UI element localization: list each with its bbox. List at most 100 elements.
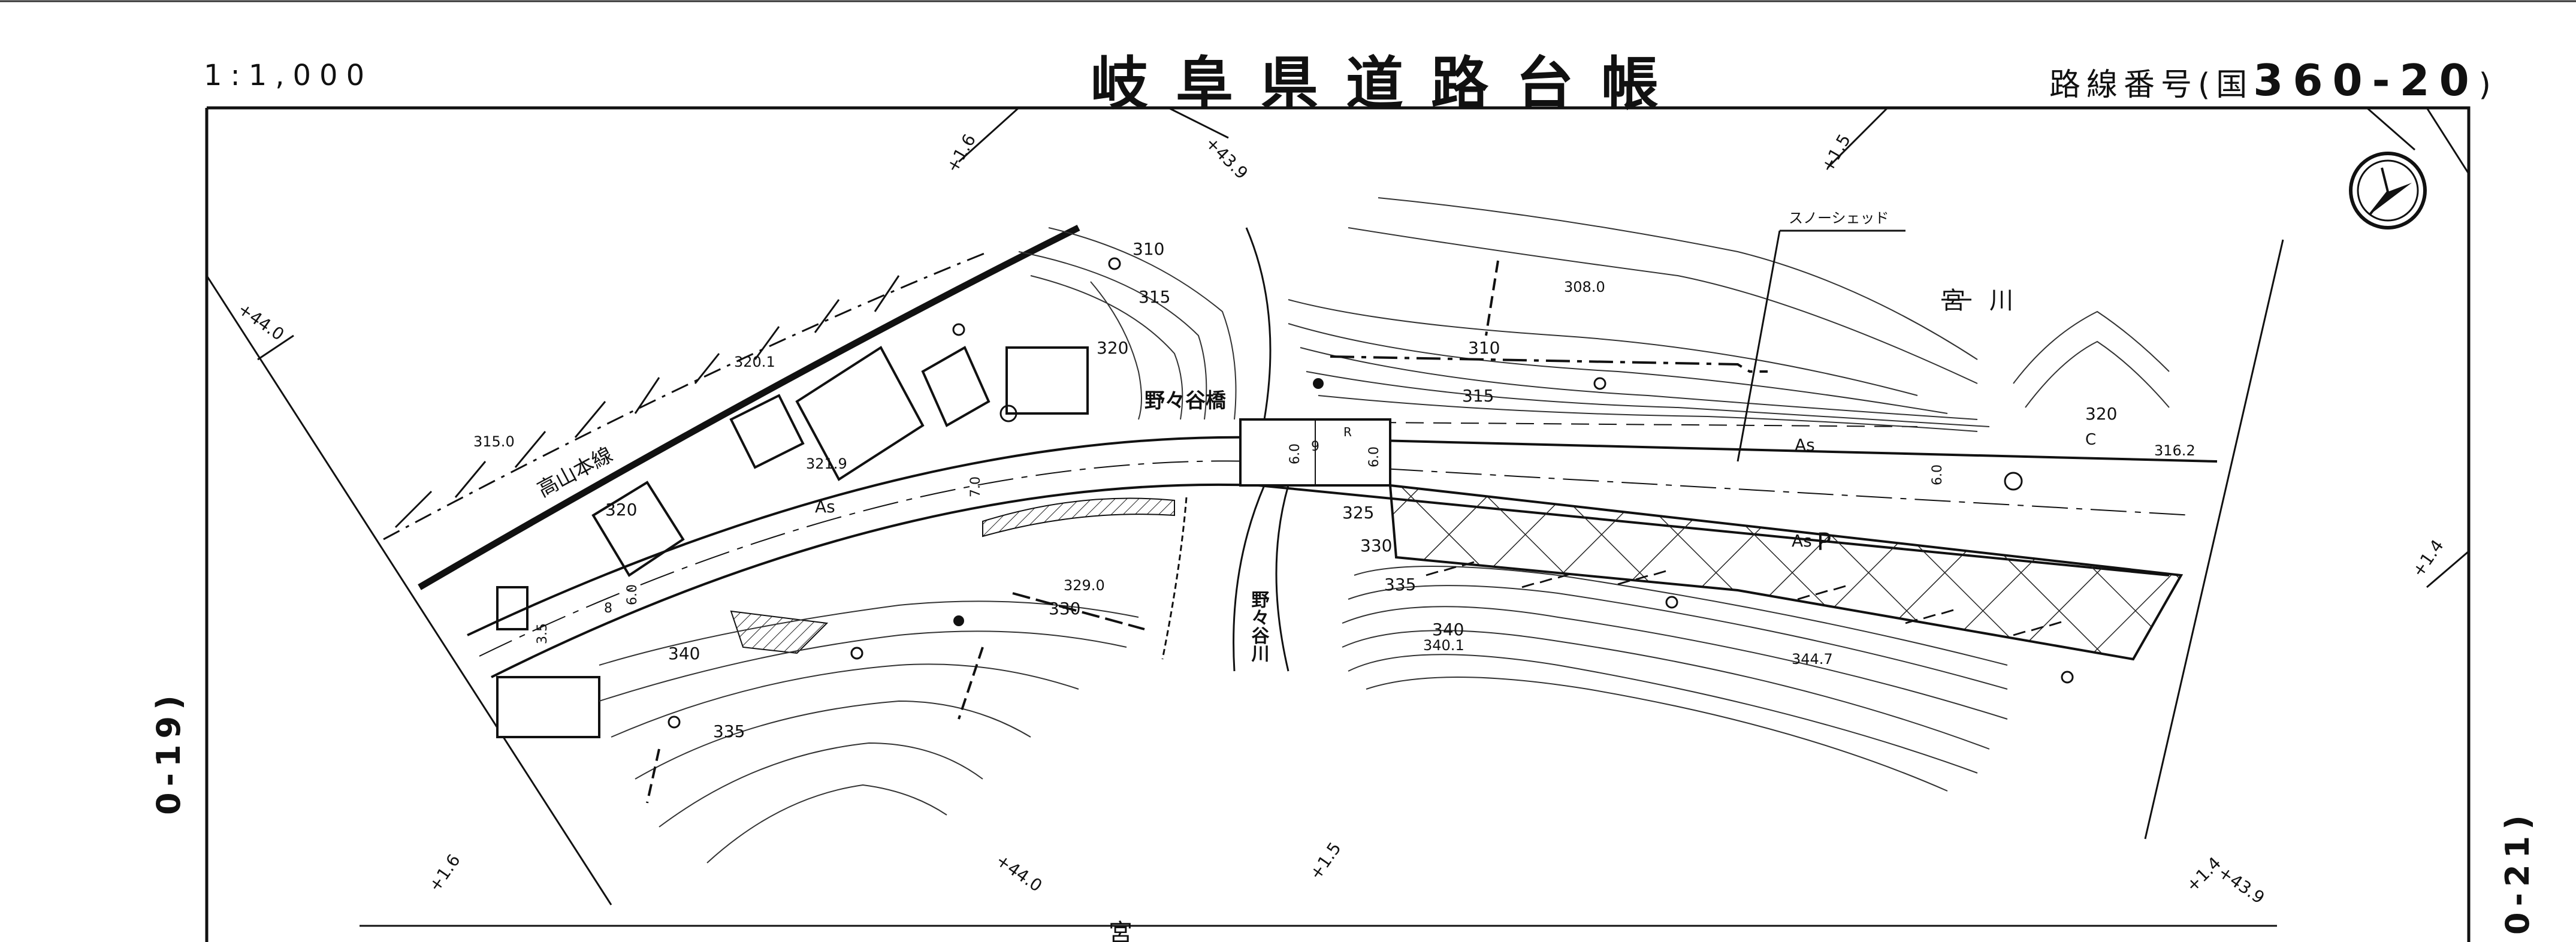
railway-embankment	[394, 275, 900, 529]
road-width: 6.0	[1930, 464, 1945, 485]
station-top-3: +1.5	[1817, 131, 1855, 176]
contour-label: 335	[1384, 575, 1416, 594]
spot-elevation: 321.9	[806, 455, 847, 472]
contour	[1348, 227, 1978, 384]
contour	[1288, 299, 1918, 396]
cut-slope-line	[646, 748, 660, 804]
parking-area	[1388, 484, 2184, 661]
station-left: +44.0	[234, 299, 288, 345]
contour	[1300, 347, 1978, 420]
contour	[1348, 654, 1978, 774]
culvert-label: C	[2085, 431, 2096, 449]
slope-mark	[1617, 570, 1666, 585]
station-top-2: +43.9	[1201, 133, 1252, 183]
cut-slope-line	[958, 647, 984, 720]
stream-bank	[1161, 497, 1188, 660]
road-edge-south	[491, 483, 2170, 678]
slope-mark	[2013, 621, 2062, 636]
building	[729, 394, 805, 469]
road-width: 8	[604, 601, 612, 616]
north-arrow-icon	[2349, 152, 2427, 230]
contour	[1348, 585, 2008, 690]
contour-label: 315	[1138, 287, 1170, 307]
contour-label: 320	[1097, 338, 1128, 358]
river-small-name: 野々谷川	[1248, 590, 1270, 662]
slope-protection	[730, 610, 829, 654]
road-surface-label: As	[1792, 531, 1812, 551]
spot-elevation: 340.1	[1423, 637, 1464, 654]
slope-marks	[1426, 561, 2062, 636]
retaining-wall	[982, 497, 1175, 538]
contour	[1030, 275, 1183, 420]
building	[1005, 346, 1089, 415]
slope-mark	[1521, 573, 1571, 588]
station-tick	[958, 107, 1020, 163]
slope-mark	[1797, 585, 1846, 600]
contour	[706, 784, 947, 864]
contour	[1342, 630, 1990, 750]
slope-mark	[1426, 561, 1475, 576]
tree-symbol	[952, 323, 965, 336]
station-tick	[2366, 107, 2415, 151]
building	[496, 676, 600, 738]
contour	[611, 663, 1079, 738]
station-tick	[2426, 550, 2469, 588]
building	[921, 346, 990, 427]
spot-elevation: 320.1	[734, 354, 775, 370]
spot-elevation: 344.7	[1792, 651, 1833, 668]
bridge-name: 野々谷橋	[1144, 389, 1226, 413]
station-bottom-2: +44.0	[992, 850, 1046, 896]
stream-bank	[1245, 227, 1272, 420]
railway-name: 高山本線	[533, 443, 617, 502]
contour	[2013, 310, 2170, 384]
road-width: 3.5	[535, 623, 550, 644]
parking-label: P	[1817, 529, 1831, 556]
contour-label: 330	[1049, 599, 1080, 618]
road-width: 6.0	[1288, 443, 1303, 464]
snowshed-label: スノーシェッド	[1789, 210, 1889, 227]
route-number-value: 360-20	[2253, 55, 2479, 105]
route-suffix: )	[2478, 67, 2497, 103]
sheet-boundary-left	[206, 275, 612, 905]
contours-south	[599, 566, 2008, 864]
tree-symbol	[668, 715, 681, 729]
stream-bank	[1275, 485, 1289, 672]
spot-elevation: 308.0	[1564, 279, 1605, 295]
station-tick	[257, 334, 294, 361]
building	[496, 586, 529, 630]
road-surface-label: As	[815, 497, 835, 517]
contour-label: 310	[1468, 338, 1500, 358]
contour-label: 330	[1360, 536, 1392, 555]
tree-symbol	[850, 647, 863, 660]
road-surface-label: As	[1795, 435, 1815, 455]
contour-label: 340	[1432, 620, 1464, 639]
contour-label: 320	[2085, 404, 2117, 424]
snowshed-leader	[1737, 230, 1905, 462]
railway-line	[418, 225, 1080, 590]
contours-north	[1018, 197, 2170, 432]
contour-label: 335	[713, 721, 745, 741]
route-prefix: 路線番号(国	[2049, 67, 2254, 103]
contour-label: 315	[1462, 386, 1494, 406]
contour	[1048, 227, 1237, 420]
cut-slope-line	[1485, 260, 1499, 336]
tree-symbol	[2061, 671, 2074, 684]
contour	[635, 700, 1031, 780]
contour	[2025, 340, 2170, 408]
marker-r-label: R	[1343, 425, 1352, 439]
map-frame	[205, 106, 2471, 942]
contour-label: 340	[668, 644, 700, 663]
benchmark-symbol	[1313, 378, 1324, 389]
tree-symbol	[1108, 257, 1121, 270]
station-tick	[1168, 107, 1229, 139]
road-shoulder-line	[1378, 422, 1918, 427]
contour	[1342, 606, 2008, 720]
station-tick	[2426, 107, 2470, 174]
railway-boundary	[383, 250, 989, 541]
contour	[1288, 323, 1948, 414]
slope-mark	[1905, 609, 1954, 624]
tree-symbol	[1665, 596, 1678, 609]
road-width: 7.0	[968, 476, 983, 497]
contour-label: 325	[1342, 503, 1374, 523]
